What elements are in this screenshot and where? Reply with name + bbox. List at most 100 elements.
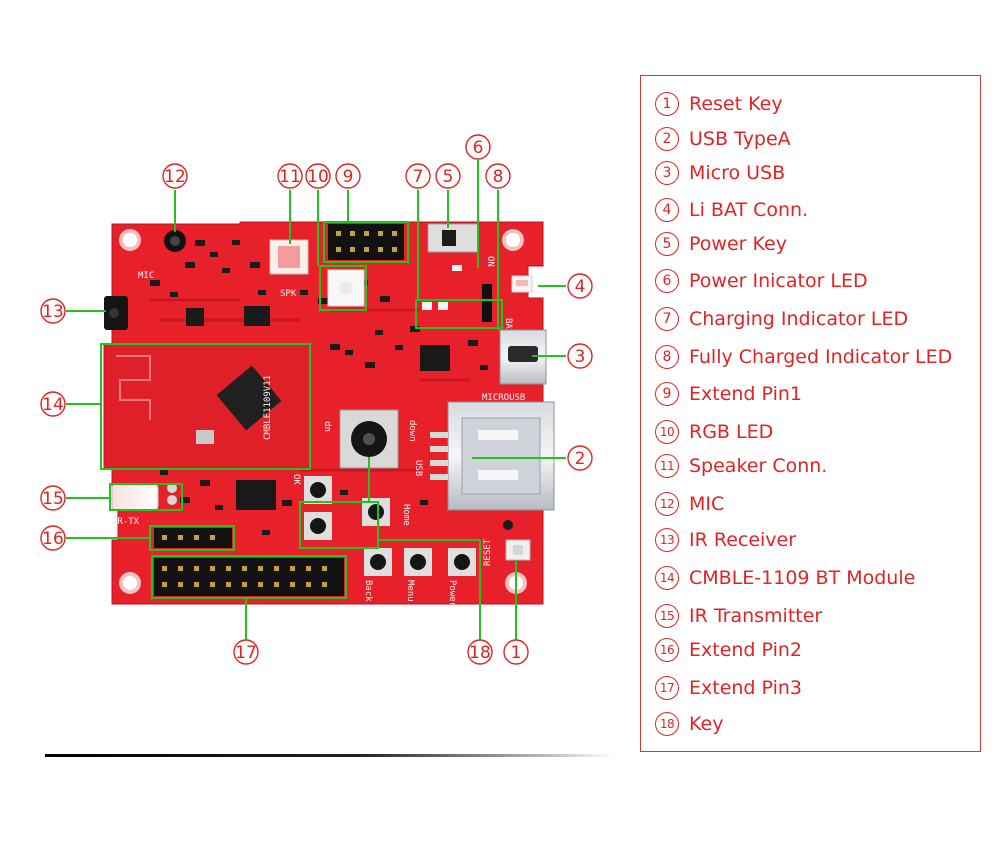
- legend-item: 17 Extend Pin3: [655, 673, 802, 703]
- callout-12: 12: [162, 163, 188, 189]
- callout-15: 15: [40, 485, 66, 511]
- callout-16: 16: [40, 525, 66, 551]
- svg-text:15: 15: [42, 489, 64, 509]
- legend-number: 3: [655, 161, 679, 185]
- legend-label: USB TypeA: [689, 128, 791, 150]
- callout-7: 7: [405, 163, 431, 189]
- module-silkscreen: CMBLE1109V11: [263, 375, 273, 440]
- extend-pin3-header: [154, 558, 344, 596]
- legend-number: 17: [655, 676, 679, 700]
- on-silkscreen: ON: [485, 256, 495, 267]
- legend-label: Speaker Conn.: [689, 455, 828, 477]
- legend-label: MIC: [689, 493, 725, 515]
- power-silkscreen: Power: [447, 580, 457, 608]
- svg-text:8: 8: [493, 167, 504, 187]
- legend-number: 6: [655, 269, 679, 293]
- legend-number: 16: [655, 638, 679, 662]
- svg-text:17: 17: [235, 643, 257, 663]
- svg-text:4: 4: [575, 277, 586, 297]
- bt-module: CMBLE1109V11: [103, 343, 311, 469]
- pointer-outlines: [100, 221, 503, 599]
- legend-number: 7: [655, 307, 679, 331]
- rgb-led: [327, 269, 365, 307]
- legend-number: 14: [655, 566, 679, 590]
- reset-silkscreen: RESET: [483, 538, 493, 566]
- legend-item: 16 Extend Pin2: [655, 635, 802, 665]
- svg-text:2: 2: [575, 449, 586, 469]
- reset-key: RESET: [483, 520, 531, 566]
- microusb-silkscreen: MICROUSB: [482, 393, 525, 403]
- mounting-hole: [502, 229, 524, 251]
- legend-label: Key: [689, 713, 724, 735]
- outline-extend-pin1: [323, 221, 409, 263]
- ir-receiver: [104, 296, 128, 330]
- legend-label: Power Inicator LED: [689, 270, 868, 292]
- ok-silkscreen: OK: [291, 474, 301, 485]
- svg-text:6: 6: [473, 138, 484, 158]
- ic-chip: [186, 308, 204, 326]
- legend-label: IR Transmitter: [689, 605, 823, 627]
- ir-transmitter: IR-TX: [111, 483, 177, 527]
- legend-number: 18: [655, 712, 679, 736]
- speaker-connector: SPK: [269, 239, 309, 299]
- callout-14: 14: [40, 391, 66, 417]
- legend-label: RGB LED: [689, 421, 774, 443]
- svg-text:14: 14: [42, 395, 64, 415]
- legend-label: Power Key: [689, 233, 787, 255]
- ic-chip: [244, 306, 270, 326]
- charging-indicator-led: [422, 302, 432, 310]
- outline-rgb-led: [319, 265, 367, 311]
- mounting-hole: [119, 572, 141, 594]
- outline-bt-module: [100, 343, 311, 470]
- svg-text:13: 13: [42, 302, 64, 322]
- legend-label: Extend Pin3: [689, 677, 802, 699]
- callout-9: 9: [335, 163, 361, 189]
- extend-pin1-header: [328, 224, 404, 260]
- legend-label: Extend Pin2: [689, 639, 802, 661]
- svg-text:18: 18: [469, 643, 491, 663]
- callout-18: 18: [467, 639, 493, 665]
- svg-text:5: 5: [443, 167, 454, 187]
- legend-number: 1: [655, 92, 679, 116]
- legend-item: 2 USB TypeA: [655, 124, 791, 154]
- legend-number: 12: [655, 492, 679, 516]
- callout-8: 8: [485, 163, 511, 189]
- callout-6: 6: [465, 134, 491, 160]
- legend-number: 2: [655, 127, 679, 151]
- outline-leds: [415, 299, 503, 329]
- leader-lines: [66, 160, 566, 640]
- back-silkscreen: Back: [363, 580, 373, 602]
- legend-item: 3 Micro USB: [655, 158, 785, 188]
- svg-text:12: 12: [164, 167, 186, 187]
- menu-silkscreen: Menu: [405, 580, 415, 602]
- separator-line: [45, 754, 615, 757]
- callout-17: 17: [233, 639, 259, 665]
- spk-silkscreen: SPK: [280, 289, 297, 299]
- battery-header: [482, 284, 492, 322]
- li-bat-connector: [511, 275, 533, 293]
- usb-type-a-port: USB: [413, 401, 555, 511]
- svg-text:3: 3: [575, 347, 586, 367]
- extend-pin2-header: [154, 528, 232, 548]
- mic: MIC: [138, 230, 186, 281]
- legend-label: Micro USB: [689, 162, 786, 184]
- callout-1: 1: [503, 639, 529, 665]
- legend-label: Li BAT Conn.: [689, 199, 809, 221]
- callout-5: 5: [435, 163, 461, 189]
- svg-text:1: 1: [511, 643, 522, 663]
- callout-10: 10: [305, 163, 331, 189]
- mounting-hole: [119, 229, 141, 251]
- svg-text:7: 7: [413, 167, 424, 187]
- usb-silkscreen: USB: [413, 460, 423, 476]
- legend-label: Fully Charged Indicator LED: [689, 346, 953, 368]
- ic-chip: [236, 480, 276, 510]
